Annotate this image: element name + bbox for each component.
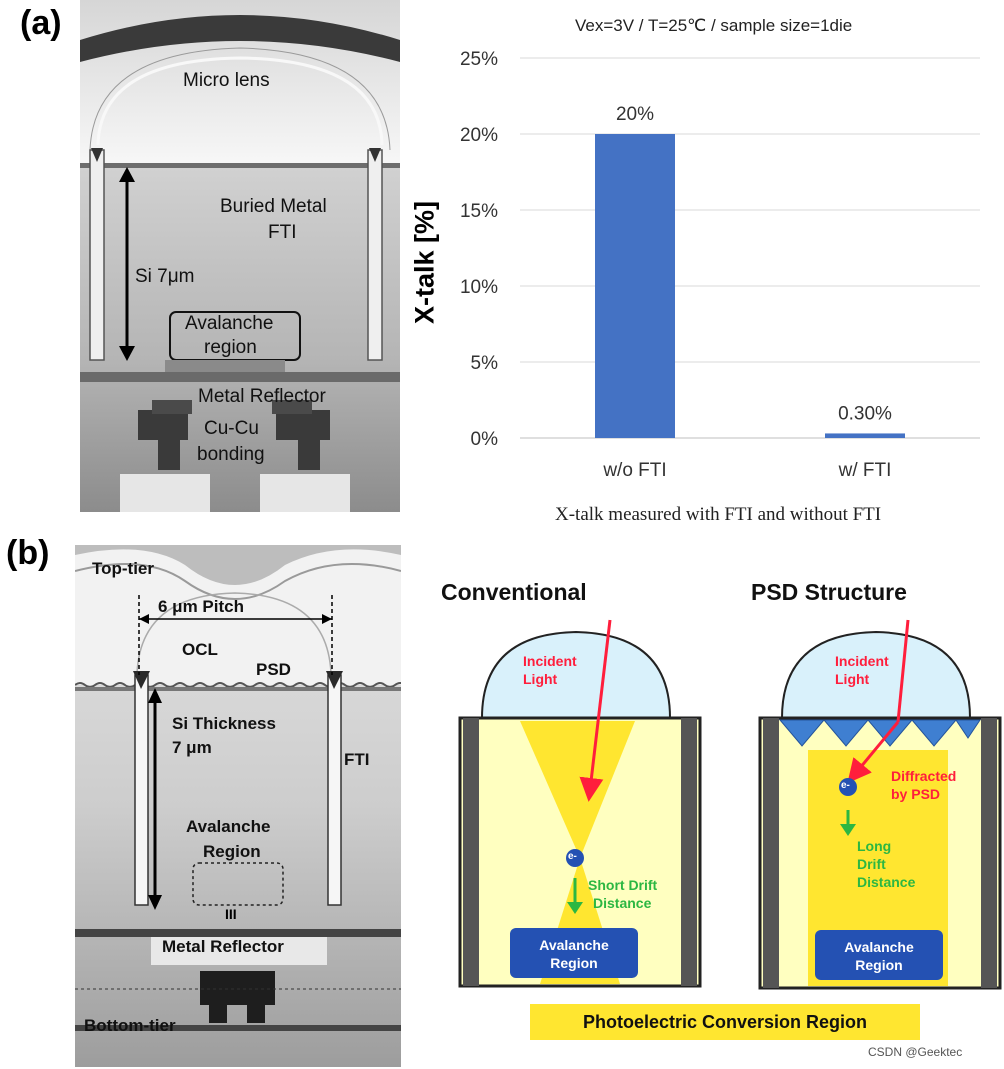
si-value-label: 7 μm: [172, 738, 212, 757]
y-tick-label: 5%: [471, 353, 499, 374]
y-tick-label: 0%: [471, 429, 499, 450]
y-tick-label: 25%: [460, 49, 498, 70]
sem-image-a: [80, 0, 400, 512]
top-tier-label: Top-tier: [92, 559, 155, 578]
psd-structure-title: PSD Structure: [751, 579, 907, 605]
long-drift-2: Drift: [857, 856, 886, 872]
y-tick-label: 10%: [460, 277, 498, 298]
conventional-title: Conventional: [441, 579, 587, 605]
metal-reflector-label-a: Metal Reflector: [198, 386, 326, 407]
sem-image-b: [75, 545, 401, 1067]
long-drift-1: Long: [857, 838, 892, 854]
data-label: 20%: [616, 104, 654, 125]
avalanche-label-a: Avalanche: [185, 313, 274, 334]
avalanche-psd-1: Avalanche: [844, 939, 914, 955]
bottom-tier-label: Bottom-tier: [84, 1016, 176, 1035]
diffracted-label-1: Diffracted: [891, 768, 957, 784]
bar-without-fti: [595, 134, 675, 438]
pitch-label: 6 μm Pitch: [158, 597, 244, 616]
short-drift-2: Distance: [593, 895, 652, 911]
via-glyph: III: [225, 906, 237, 922]
electron-conv: e-: [568, 851, 577, 862]
avalanche-conv-1: Avalanche: [539, 937, 609, 953]
y-axis-label: X-talk [%]: [409, 200, 440, 325]
bonding-label: bonding: [197, 444, 265, 465]
avalanche-label-b: Avalanche: [186, 817, 271, 836]
incident-light-conv-1: Incident: [523, 653, 577, 669]
photoelectric-legend: Photoelectric Conversion Region: [530, 1004, 920, 1040]
long-drift-3: Distance: [857, 874, 916, 890]
panel-b-label: (b): [6, 534, 50, 572]
y-tick-label: 15%: [460, 201, 498, 222]
buried-metal-label: Buried Metal: [220, 196, 327, 217]
diffracted-label-2: by PSD: [891, 786, 941, 802]
y-tick-label: 20%: [460, 125, 498, 146]
ocl-label: OCL: [182, 640, 218, 659]
metal-reflector-label-b: Metal Reflector: [162, 937, 284, 956]
xtalk-bar-chart: 0% 5% 10% 15% 20% 25% 20% w/o FTI 0.30% w/ FTI: [460, 49, 980, 480]
incident-light-psd-2: Light: [835, 671, 870, 687]
si-thickness-label: Si Thickness: [172, 714, 276, 733]
region-label-b: Region: [203, 842, 261, 861]
avalanche-conv-2: Region: [550, 955, 598, 971]
region-label-a: region: [204, 337, 257, 358]
panel-a-label: (a): [20, 4, 62, 42]
cu-cu-label: Cu-Cu: [204, 418, 259, 439]
electron-psd: e-: [841, 780, 850, 791]
category-label: w/ FTI: [838, 460, 892, 480]
incident-light-psd-1: Incident: [835, 653, 889, 669]
si-label-a: Si 7μm: [135, 266, 195, 287]
avalanche-box-psd: Avalanche Region: [815, 930, 943, 980]
x-axis-caption: X-talk measured with FTI and without FTI: [555, 504, 882, 525]
watermark: CSDN @Geektec: [868, 1045, 963, 1059]
category-label: w/o FTI: [602, 460, 666, 480]
short-drift-1: Short Drift: [588, 877, 658, 893]
avalanche-psd-2: Region: [855, 957, 903, 973]
avalanche-box-conv: Avalanche Region: [510, 928, 638, 978]
incident-light-conv-2: Light: [523, 671, 558, 687]
bar-with-fti: [825, 433, 905, 438]
psd-label: PSD: [256, 660, 291, 679]
fti-label-a: FTI: [268, 222, 297, 243]
chart-title: Vex=3V / T=25℃ / sample size=1die: [575, 16, 853, 35]
fti-label-b: FTI: [344, 750, 370, 769]
data-label: 0.30%: [838, 403, 892, 424]
micro-lens-label: Micro lens: [183, 70, 270, 91]
